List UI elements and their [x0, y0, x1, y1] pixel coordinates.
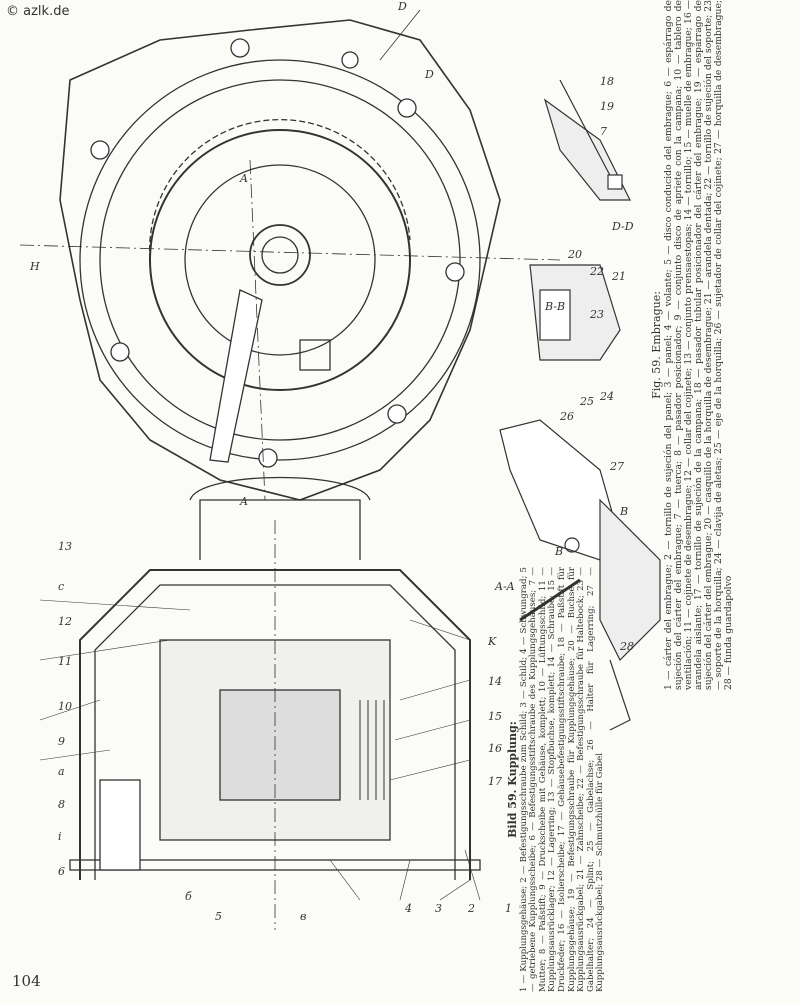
part-label: 5 — [215, 910, 222, 923]
section-label-a: A — [239, 172, 248, 185]
part-label: 19 — [600, 100, 614, 113]
section-label-d: D — [397, 0, 407, 13]
part-label: 6 — [58, 865, 65, 878]
part-label: 28 — [619, 640, 634, 653]
part-label: 4 — [404, 902, 412, 915]
part-label: 24 — [599, 390, 614, 403]
figure-caption-german: Bild 59. Kupplung: 1 — Kupplungsgehäuse;… — [506, 567, 608, 992]
part-label: 18 — [600, 75, 614, 88]
figure-caption-spanish: Fig. 59. Embrague: 1 — cárter del embrag… — [650, 0, 797, 690]
part-label: c — [58, 580, 64, 593]
part-label: в — [300, 910, 306, 923]
caption-body: 1 — Kupplungsgehäuse; 2 — Befestigungssc… — [518, 567, 606, 992]
part-label: 21 — [611, 270, 626, 283]
part-label: 15 — [488, 710, 502, 723]
part-label: 2 — [467, 902, 475, 915]
part-label: 16 — [488, 742, 502, 755]
section-right-labels: K 14 15 16 17 — [487, 635, 502, 788]
section-label-b2: B — [554, 545, 563, 558]
clutch-side-section — [39, 476, 481, 930]
detail-bb — [499, 264, 661, 731]
part-label: 25 — [579, 395, 594, 408]
part-label: 22 — [589, 265, 604, 278]
part-label: 1 — [505, 902, 512, 915]
caption-body: 1 — cárter del embrague; 2 — tornillo de… — [663, 0, 734, 690]
part-label: a — [58, 765, 65, 778]
part-label: 3 — [435, 902, 442, 915]
detail-dd — [543, 79, 631, 201]
part-label: 10 — [58, 700, 72, 713]
watermark: © azlk.de — [6, 4, 70, 19]
caption-title: Bild 59. Kupplung: — [506, 721, 519, 838]
part-label: 7 — [600, 125, 607, 138]
section-label-bb: B-B — [544, 300, 565, 313]
part-label: 12 — [58, 615, 72, 628]
part-label: 11 — [58, 655, 72, 668]
page-number: 104 — [12, 972, 41, 990]
part-label: 14 — [488, 675, 502, 688]
clutch-front-view — [19, 9, 561, 501]
part-label: 17 — [488, 775, 502, 788]
part-label: K — [487, 635, 497, 648]
part-label: б — [185, 890, 192, 903]
part-label: 8 — [58, 798, 65, 811]
section-label-b: B — [619, 505, 628, 518]
part-label: i — [58, 830, 62, 843]
section-label-aa: A-A — [494, 580, 515, 593]
part-label: 23 — [589, 308, 604, 321]
part-label: 9 — [58, 735, 65, 748]
section-left-labels: 6 i 8 a 9 10 11 12 c 13 — [58, 540, 72, 878]
section-bottom-labels: 5 б в 4 3 2 1 — [185, 890, 512, 923]
section-label-h: H — [29, 260, 40, 273]
part-label: 27 — [609, 460, 624, 473]
part-label: 20 — [567, 248, 582, 261]
part-label: 13 — [58, 540, 72, 553]
part-label: 26 — [559, 410, 574, 423]
section-label-a2: A — [239, 495, 248, 508]
section-label-dd: D-D — [611, 220, 634, 233]
caption-title: Fig. 59. Embrague: — [650, 291, 663, 399]
section-label-d2: D — [424, 68, 434, 81]
